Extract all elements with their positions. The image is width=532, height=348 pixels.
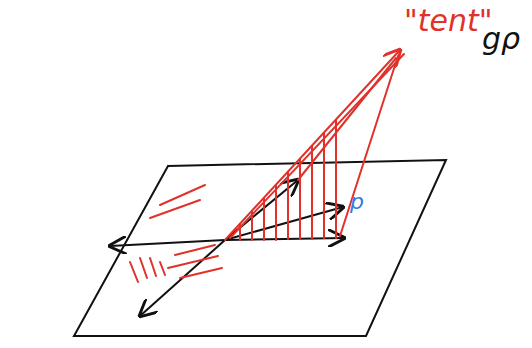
- function-label: gρ: [482, 22, 520, 55]
- hatch-marks: [130, 185, 222, 282]
- plane-outline: [74, 160, 446, 336]
- vector-label: p: [350, 190, 364, 214]
- tent-shape: [225, 50, 404, 240]
- tent-label: "tent": [404, 4, 493, 37]
- axes: [110, 180, 344, 316]
